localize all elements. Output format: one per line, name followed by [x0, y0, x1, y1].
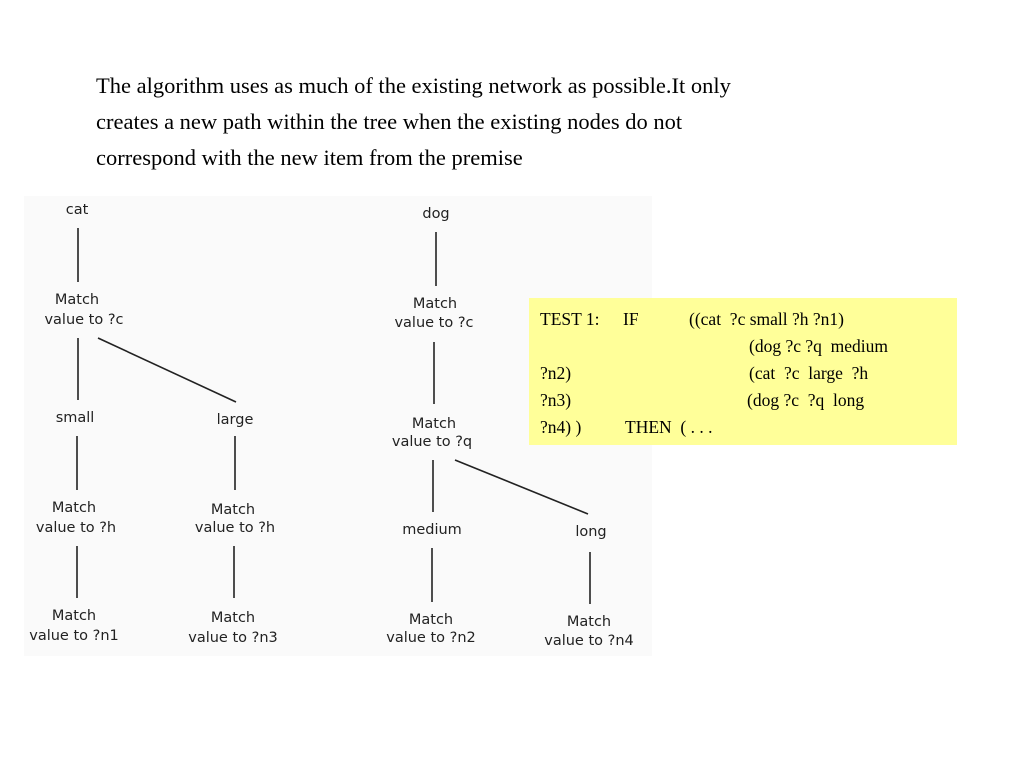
edge [454, 459, 589, 515]
cat-match-n3-label: Match [211, 610, 255, 626]
dog-match-n2-label: value to ?n2 [386, 630, 476, 646]
dog-branch-long-label: long [575, 524, 606, 540]
rule-variable: ?n2) [540, 363, 572, 383]
cat-match-h-label: value to ?h [195, 520, 275, 536]
rule-condition: (dog ?c ?q long [747, 390, 865, 410]
dog-match-q-label: value to ?q [392, 434, 472, 450]
rule-condition: (dog ?c ?q medium [749, 336, 888, 356]
rule-if-keyword: IF [623, 309, 639, 329]
rule-variable: ?n4) ) [540, 417, 582, 437]
dog-match-n4-label: value to ?n4 [544, 633, 634, 649]
cat-match-h-label: Match [52, 500, 96, 516]
dog-branch-medium-label: medium [402, 522, 462, 538]
cat-tree: cat Match value to ?c small large Match … [29, 202, 278, 646]
dog-tree: dog Match value to ?c Match value to ?q … [386, 206, 634, 649]
dog-match-n4-label: Match [567, 614, 611, 630]
intro-line: The algorithm uses as much of the existi… [96, 73, 731, 98]
rule-condition: (cat ?c large ?h [749, 363, 869, 383]
dog-match-n2-label: Match [409, 612, 453, 628]
cat-match-n1-label: value to ?n1 [29, 628, 119, 644]
rule-condition: ((cat ?c small ?h ?n1) [689, 309, 844, 329]
dog-match-c-label: Match [413, 296, 457, 312]
dog-match-c-label: value to ?c [394, 315, 473, 331]
rule-variable: ?n3) [540, 390, 572, 410]
cat-branch-small-label: small [56, 410, 95, 426]
cat-match-n1-label: Match [52, 608, 96, 624]
rule-label: TEST 1: [540, 309, 600, 329]
rule-box: TEST 1: IF ((cat ?c small ?h ?n1) (dog ?… [529, 298, 957, 445]
cat-root-label: cat [66, 202, 89, 218]
cat-match-h-label: Match [211, 502, 255, 518]
intro-line: creates a new path within the tree when … [96, 109, 683, 134]
cat-match-n3-label: value to ?n3 [188, 630, 278, 646]
cat-match-c-label: value to ?c [44, 312, 123, 328]
cat-match-c-label: Match [55, 292, 99, 308]
dog-match-q-label: Match [412, 416, 456, 432]
intro-line: correspond with the new item from the pr… [96, 145, 523, 170]
cat-branch-large-label: large [217, 412, 254, 428]
intro-paragraph: The algorithm uses as much of the existi… [96, 68, 936, 176]
rule-then-clause: THEN ( . . . [625, 417, 713, 437]
cat-match-h-label: value to ?h [36, 520, 116, 536]
dog-root-label: dog [422, 206, 449, 222]
edge [97, 337, 237, 403]
